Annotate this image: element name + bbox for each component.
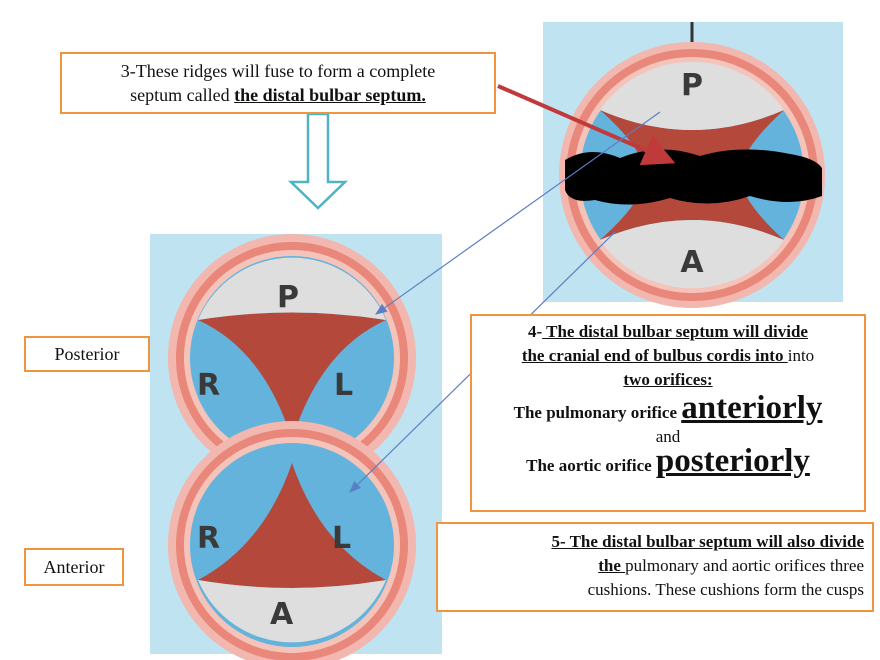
step4-emph3: two orifices: [623, 370, 713, 389]
step5-plain1: pulmonary and aortic orifices three [625, 556, 864, 575]
step4-line2: the cranial end of bulbus cordis into in… [472, 344, 864, 368]
step4-aortic-text: The aortic orifice [526, 456, 656, 475]
step3-line1: 3-These ridges will fuse to form a compl… [120, 61, 436, 81]
anterior-valve: R L A [168, 421, 416, 660]
top-letter-p: P [681, 68, 703, 103]
anterior-letter-a: A [270, 597, 294, 632]
step4-plain1: into [787, 346, 815, 365]
left-valves-panel: P R L R L A [150, 234, 442, 660]
top-letter-a: A [680, 245, 704, 280]
step4-and: and [655, 427, 681, 446]
step3-plain: septum called [130, 85, 235, 105]
step4-aortic-big: posteriorly [655, 443, 810, 479]
red-pointer-arrow [497, 84, 676, 166]
anterior-label: Anterior [24, 548, 124, 586]
anterior-letter-l: L [332, 521, 351, 556]
step4-line1: 4- The distal bulbar septum will divide [472, 320, 864, 344]
step4-pulm-text: The pulmonary orifice [513, 403, 682, 422]
step5-plain2: cushions. These cushions form the cusps [587, 580, 864, 599]
step5-emph1: 5- The distal bulbar septum will also di… [551, 532, 864, 551]
posterior-letter-p: P [277, 280, 299, 315]
step3-emph: the distal bulbar septum. [234, 85, 426, 105]
step4-emph2: the cranial end of bulbus cordis into [521, 346, 788, 365]
top-valve-panel: P A [543, 22, 843, 308]
step4-emph1: The distal bulbar septum will divide [542, 322, 808, 341]
septum-scribble [565, 149, 822, 205]
step4-pulm-big: anteriorly [681, 390, 823, 426]
posterior-letter-r: R [197, 368, 220, 403]
step4-textbox: 4- The distal bulbar septum will divide … [470, 314, 866, 512]
step5-emph2: the [598, 556, 626, 575]
blue-arrow-posterior [375, 111, 661, 315]
posterior-valve: P R L [168, 234, 416, 482]
step4-prefix: 4- [528, 322, 543, 341]
step3-textbox: 3-These ridges will fuse to form a compl… [60, 52, 496, 114]
posterior-label: Posterior [24, 336, 150, 372]
anterior-letter-r: R [197, 521, 220, 556]
step5-line2: the pulmonary and aortic orifices three [444, 554, 864, 578]
posterior-letter-l: L [334, 368, 353, 403]
step4-pulmonary-line: The pulmonary orifice anteriorly [472, 392, 864, 425]
down-arrow [287, 112, 349, 210]
step4-aortic-line: The aortic orifice posteriorly [472, 445, 864, 478]
step5-textbox: 5- The distal bulbar septum will also di… [436, 522, 874, 612]
step3-line2: septum called the distal bulbar septum. [62, 83, 494, 107]
